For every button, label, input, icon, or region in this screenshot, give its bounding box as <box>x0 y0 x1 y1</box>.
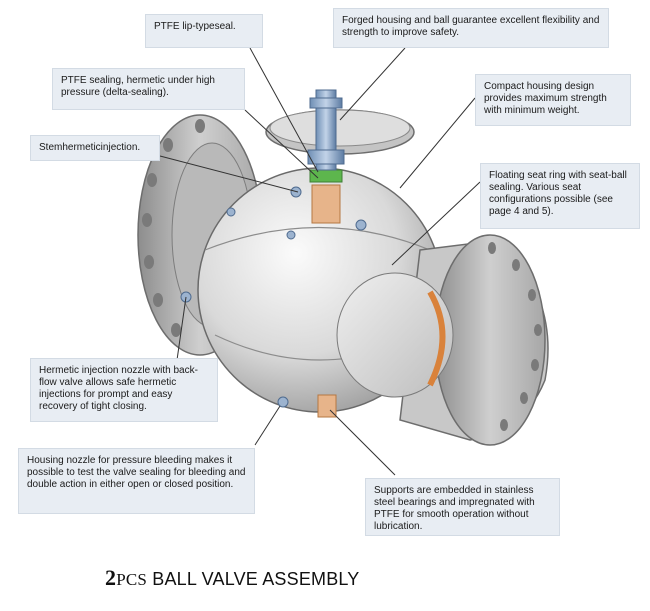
stem-assembly <box>307 89 345 418</box>
title-prefix: 2 <box>105 565 117 590</box>
bonnet-flange <box>265 109 415 155</box>
callout-compact-housing: Compact housing design provides maximum … <box>475 74 631 126</box>
flange-bolt-holes <box>142 119 205 337</box>
callout-forged-housing: Forged housing and ball guarantee excell… <box>333 8 609 48</box>
leader-lines <box>159 47 481 476</box>
right-flange <box>336 234 549 446</box>
callout-stem-injection: Stemhermeticinjection. <box>30 135 160 161</box>
callout-housing-nozzle: Housing nozzle for pressure bleeding mak… <box>18 448 255 514</box>
callout-ptfe-sealing: PTFE sealing, hermetic under high pressu… <box>52 68 245 110</box>
callout-injection-nozzle: Hermetic injection nozzle with back-flow… <box>30 358 218 422</box>
callout-floating-seat: Floating seat ring with seat-ball sealin… <box>480 163 640 229</box>
callout-supports: Supports are embedded in stainless steel… <box>365 478 560 536</box>
diagram-title: 2PCS BALL VALVE ASSEMBLY <box>105 565 360 591</box>
callout-ptfe-lip-seal: PTFE lip-typeseal. <box>145 14 263 48</box>
right-flange-bolt-holes <box>488 242 542 431</box>
title-rest: BALL VALVE ASSEMBLY <box>147 569 360 589</box>
title-pcs: PCS <box>116 570 148 589</box>
